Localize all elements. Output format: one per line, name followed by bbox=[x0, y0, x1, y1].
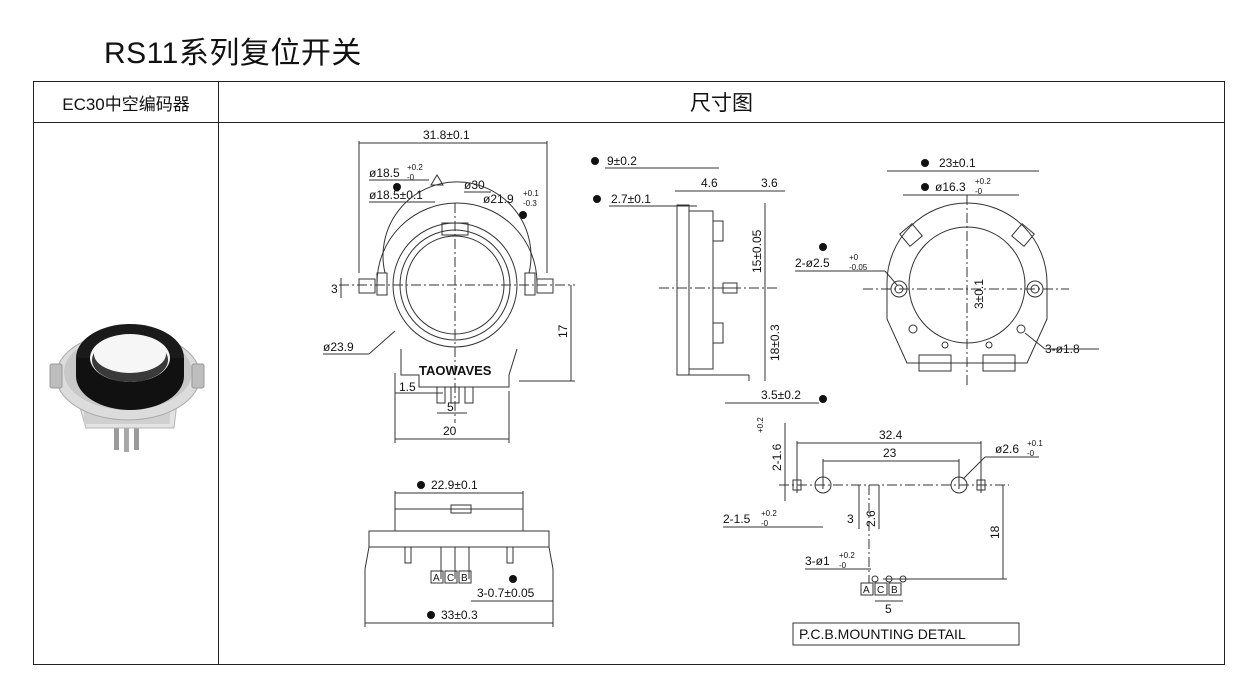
dim-2-6-pcb: 2.6 bbox=[864, 510, 878, 527]
dim-23: 23±0.1 bbox=[939, 156, 976, 170]
encoder-photo bbox=[49, 324, 205, 452]
dim-31-8: 31.8±0.1 bbox=[423, 128, 470, 142]
bottom-pin-a: A bbox=[433, 573, 440, 584]
dim-3-5: 3.5±0.2 bbox=[761, 388, 801, 402]
dim-9: 9±0.2 bbox=[607, 154, 637, 168]
brand-text: TAOWAVES bbox=[419, 363, 492, 378]
svg-text:+0.2: +0.2 bbox=[756, 417, 765, 433]
back-view: 23±0.1 ø16.3 +0.2 -0 bbox=[795, 156, 1099, 385]
dim-d16-3: ø16.3 bbox=[935, 180, 966, 194]
pcb-pin-c: C bbox=[877, 585, 884, 596]
dim-17: 17 bbox=[556, 324, 570, 338]
dim-1-5: 1.5 bbox=[399, 380, 416, 394]
svg-text:-0: -0 bbox=[839, 561, 847, 570]
product-photo-cell bbox=[33, 122, 219, 665]
svg-text:+0.2: +0.2 bbox=[407, 163, 423, 172]
dimension-drawing-header: 尺寸图 bbox=[218, 81, 1225, 123]
pcb-detail: 2-1.6 +0.2 32.4 23 ø2.6 +0.1 -0 bbox=[723, 417, 1043, 646]
dim-23-pcb: 23 bbox=[883, 446, 897, 460]
front-view: 31.8±0.1 ø18.5 +0.2 -0 ø18.5±0.1 ø30 ø21… bbox=[323, 128, 575, 443]
dim-5: 5 bbox=[447, 400, 454, 414]
svg-text:-0: -0 bbox=[761, 519, 769, 528]
pcb-pin-b: B bbox=[891, 585, 898, 596]
bullet bbox=[393, 183, 401, 191]
dimension-drawing-cell: 31.8±0.1 ø18.5 +0.2 -0 ø18.5±0.1 ø30 ø21… bbox=[218, 122, 1225, 665]
svg-text:-0.05: -0.05 bbox=[849, 263, 868, 272]
product-name-header: EC30中空编码器 bbox=[33, 81, 219, 123]
svg-text:-0: -0 bbox=[975, 187, 983, 196]
dim-15: 15±0.05 bbox=[750, 229, 764, 273]
dim-18-pcb: 18 bbox=[988, 525, 1002, 539]
bottom-view: 22.9±0.1 A bbox=[364, 478, 554, 627]
dim-d21-9: ø21.9 bbox=[483, 192, 514, 206]
svg-text:+0.1: +0.1 bbox=[1027, 439, 1043, 448]
dim-22-9: 22.9±0.1 bbox=[431, 478, 478, 492]
svg-text:+0.2: +0.2 bbox=[839, 551, 855, 560]
dim-3-d1: 3-ø1 bbox=[805, 554, 830, 568]
dim-3: 3 bbox=[331, 282, 338, 296]
svg-text:-0.3: -0.3 bbox=[523, 199, 537, 208]
dim-33: 33±0.3 bbox=[441, 608, 478, 622]
dim-20: 20 bbox=[443, 424, 457, 438]
dim-32-4: 32.4 bbox=[879, 428, 903, 442]
svg-text:+0.2: +0.2 bbox=[975, 177, 991, 186]
dim-d2-6: ø2.6 bbox=[995, 442, 1019, 456]
dim-2-1-6: 2-1.6 bbox=[770, 443, 784, 471]
svg-text:+0.1: +0.1 bbox=[523, 189, 539, 198]
svg-text:+0.2: +0.2 bbox=[761, 509, 777, 518]
dim-2-d2-5: 2-ø2.5 bbox=[795, 256, 830, 270]
dim-d23-9: ø23.9 bbox=[323, 340, 354, 354]
dim-3-pcb: 3 bbox=[847, 512, 854, 526]
dim-5-pcb: 5 bbox=[885, 602, 892, 616]
bottom-pin-c: C bbox=[447, 573, 454, 584]
pcb-caption: P.C.B.MOUNTING DETAIL bbox=[799, 626, 966, 642]
side-view: 9±0.2 2.7±0.1 4.6 3.6 bbox=[591, 154, 827, 404]
dimension-drawing: 31.8±0.1 ø18.5 +0.2 -0 ø18.5±0.1 ø30 ø21… bbox=[323, 128, 1099, 646]
svg-text:-0: -0 bbox=[407, 173, 415, 182]
bottom-pin-b: B bbox=[461, 573, 468, 584]
pcb-pin-a: A bbox=[863, 585, 870, 596]
svg-text:+0: +0 bbox=[849, 253, 859, 262]
dim-18: 18±0.3 bbox=[768, 324, 782, 361]
dim-d18-5-tol: ø18.5 bbox=[369, 166, 400, 180]
spec-table: EC30中空编码器 尺寸图 bbox=[33, 81, 1225, 665]
dim-2-1-5: 2-1.5 bbox=[723, 512, 751, 526]
dim-2-7: 2.7±0.1 bbox=[611, 192, 651, 206]
svg-text:-0: -0 bbox=[1027, 449, 1035, 458]
dim-d30: ø30 bbox=[464, 178, 485, 192]
page-title: RS11系列复位开关 bbox=[104, 37, 362, 70]
dim-3-0-7: 3-0.7±0.05 bbox=[477, 586, 535, 600]
dim-3-6: 3.6 bbox=[761, 176, 778, 190]
dim-4-6: 4.6 bbox=[701, 176, 718, 190]
dim-3-tol: 3±0.1 bbox=[972, 279, 986, 309]
